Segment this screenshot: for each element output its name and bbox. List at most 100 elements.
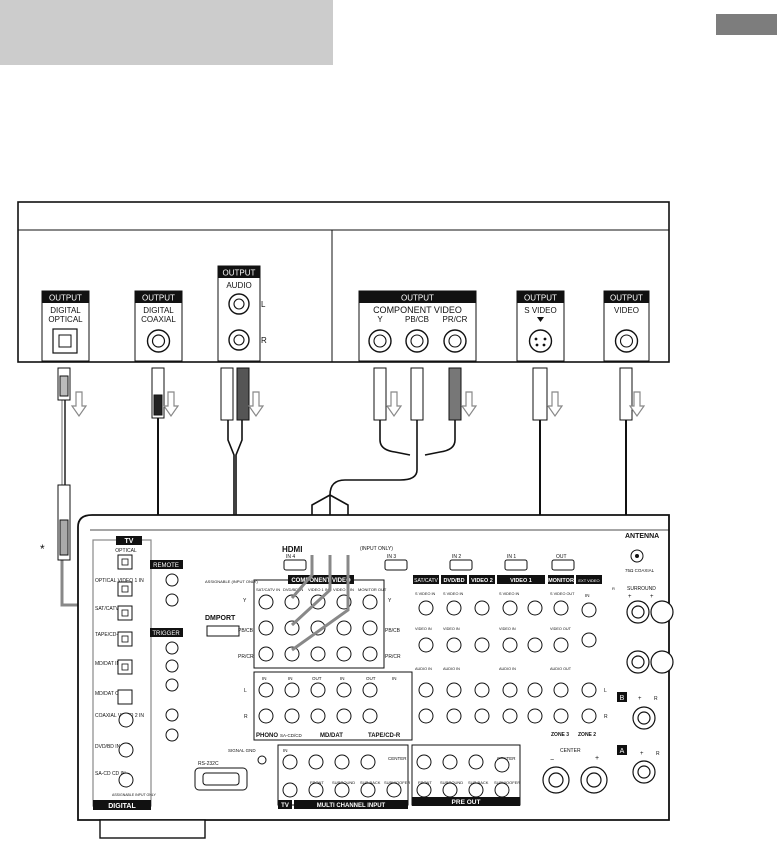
svg-text:R: R	[656, 751, 660, 757]
svg-text:VIDEO 1 IN: VIDEO 1 IN	[308, 587, 329, 592]
svg-text:MONITOR: MONITOR	[548, 578, 574, 584]
svg-text:A: A	[620, 748, 625, 755]
svg-text:DIGITAL: DIGITAL	[108, 803, 136, 810]
svg-text:PR/CR: PR/CR	[238, 654, 254, 660]
signal-flow-arrows	[70, 391, 646, 418]
svg-text:SAT/CATV IN: SAT/CATV IN	[95, 606, 125, 612]
output-panel-digital-coaxial: OUTPUT DIGITAL COAXIAL	[134, 290, 183, 362]
svg-text:SURROUND: SURROUND	[627, 586, 656, 592]
svg-text:ZONE 2: ZONE 2	[578, 732, 596, 738]
svg-text:L: L	[244, 688, 247, 694]
svg-text:VIDEO IN: VIDEO IN	[443, 627, 460, 631]
svg-text:DVD/BD IN: DVD/BD IN	[95, 744, 121, 750]
svg-text:B: B	[620, 695, 625, 702]
svg-text:+: +	[640, 751, 644, 757]
svg-text:SUR BACK: SUR BACK	[468, 780, 489, 785]
svg-text:ASSIGNABLE (INPUT ONLY): ASSIGNABLE (INPUT ONLY)	[205, 579, 258, 584]
svg-text:CENTER: CENTER	[560, 748, 581, 754]
svg-text:DVD/BD IN: DVD/BD IN	[283, 587, 303, 592]
svg-text:SA-CD/CD: SA-CD/CD	[280, 733, 303, 738]
svg-text:IN: IN	[288, 676, 293, 681]
svg-text:S VIDEO IN: S VIDEO IN	[499, 592, 520, 596]
svg-text:OUTPUT: OUTPUT	[49, 294, 82, 303]
svg-text:FRONT: FRONT	[310, 780, 324, 785]
output-panel-component-video: OUTPUT COMPONENT VIDEO Y PB/CB PR/CR	[358, 290, 477, 362]
output-panel-s-video: OUTPUT S VIDEO	[516, 290, 565, 362]
svg-text:TRIGGER: TRIGGER	[152, 631, 180, 637]
svg-text:R: R	[604, 714, 608, 720]
svg-text:PB/CB: PB/CB	[405, 315, 429, 324]
svg-text:SUR BACK: SUR BACK	[360, 780, 381, 785]
svg-text:S VIDEO IN: S VIDEO IN	[415, 592, 436, 596]
svg-text:PB/CB: PB/CB	[385, 628, 401, 634]
svg-text:ZONE 3: ZONE 3	[551, 732, 569, 738]
svg-text:75Ω COAXIAL: 75Ω COAXIAL	[625, 568, 655, 573]
svg-text:ASSIGNABLE INPUT ONLY: ASSIGNABLE INPUT ONLY	[112, 793, 156, 797]
svg-text:OUTPUT: OUTPUT	[524, 294, 557, 303]
svg-text:IN: IN	[340, 676, 345, 681]
svg-text:OUT: OUT	[366, 676, 376, 681]
svg-text:PRE OUT: PRE OUT	[452, 799, 481, 806]
svg-text:OPTICAL: OPTICAL	[48, 315, 83, 324]
svg-text:R: R	[654, 696, 658, 702]
svg-text:VIDEO 2: VIDEO 2	[471, 578, 493, 584]
speaker-terminals: SURROUND R + + B A CENTER − + + R + R	[542, 586, 674, 794]
svg-text:OUT: OUT	[312, 676, 322, 681]
svg-text:VIDEO OUT: VIDEO OUT	[550, 627, 572, 631]
svg-text:S VIDEO: S VIDEO	[524, 306, 556, 315]
svg-text:HDMI: HDMI	[282, 545, 302, 554]
svg-text:AUDIO: AUDIO	[226, 281, 251, 290]
svg-text:ANTENNA: ANTENNA	[625, 533, 659, 540]
svg-text:SA-CD CD IN: SA-CD CD IN	[95, 771, 126, 777]
svg-text:IN: IN	[262, 676, 267, 681]
svg-text:EXT VIDEO: EXT VIDEO	[578, 578, 599, 583]
svg-text:IN 2: IN 2	[452, 554, 461, 560]
svg-text:AUDIO IN: AUDIO IN	[499, 667, 516, 671]
svg-text:+: +	[638, 696, 642, 702]
svg-text:MULTI CHANNEL INPUT: MULTI CHANNEL INPUT	[317, 803, 386, 809]
svg-text:Y: Y	[377, 315, 383, 324]
svg-text:S VIDEO OUT: S VIDEO OUT	[550, 592, 575, 596]
svg-text:OPTICAL: OPTICAL	[115, 548, 137, 554]
svg-text:MONITOR OUT: MONITOR OUT	[358, 587, 387, 592]
source-device-box	[17, 201, 670, 363]
svg-text:TV: TV	[125, 538, 134, 545]
component-video-section: COMPONENT VIDEO ASSIGNABLE (INPUT ONLY) …	[205, 555, 401, 669]
svg-text:IN: IN	[585, 593, 590, 598]
svg-text:TAPE/CD-R: TAPE/CD-R	[368, 733, 401, 739]
svg-text:−: −	[550, 757, 554, 764]
svg-text:R: R	[261, 336, 267, 345]
svg-text:RS-232C: RS-232C	[198, 761, 219, 767]
svg-text:+: +	[628, 594, 632, 600]
svg-text:OUTPUT: OUTPUT	[401, 294, 434, 303]
svg-text:SUBWOOFER: SUBWOOFER	[494, 780, 520, 785]
svg-text:IN 4: IN 4	[286, 554, 295, 560]
svg-text:PB/CB: PB/CB	[238, 628, 254, 634]
svg-text:SURROUND: SURROUND	[332, 780, 355, 785]
svg-text:+: +	[650, 594, 654, 600]
hdmi-section: HDMI (INPUT ONLY) IN 4 IN 3 IN 2 IN 1 OU…	[282, 545, 575, 571]
svg-text:VIDEO IN: VIDEO IN	[499, 627, 516, 631]
svg-text:TAPE/CD-R IN: TAPE/CD-R IN	[95, 632, 128, 638]
svg-text:SIGNAL GND: SIGNAL GND	[228, 748, 256, 753]
svg-text:OUTPUT: OUTPUT	[223, 269, 256, 278]
svg-text:AUDIO OUT: AUDIO OUT	[550, 667, 572, 671]
svg-text:OUTPUT: OUTPUT	[142, 294, 175, 303]
svg-text:L: L	[261, 300, 266, 309]
svg-text:+: +	[595, 755, 599, 762]
audio-input-row: IN IN OUT IN OUT IN L R PHONO SA-CD/CD M…	[244, 671, 413, 741]
antenna-section: ANTENNA 75Ω COAXIAL	[625, 533, 659, 573]
control-ports: REMOTE TRIGGER DMPORT RS-232C SIGNAL GND	[150, 560, 267, 791]
svg-text:S VIDEO IN: S VIDEO IN	[443, 592, 464, 596]
svg-text:R: R	[244, 714, 248, 720]
svg-text:AUDIO IN: AUDIO IN	[415, 667, 432, 671]
svg-text:VIDEO IN: VIDEO IN	[415, 627, 432, 631]
svg-text:R: R	[612, 586, 615, 591]
svg-text:COAXIAL: COAXIAL	[141, 315, 176, 324]
digital-input-column: TV OPTICAL OPTICAL VIDEO 1 IN SAT/CATV I…	[92, 536, 156, 810]
svg-text:OUTPUT: OUTPUT	[610, 294, 643, 303]
svg-text:VIDEO 1: VIDEO 1	[510, 578, 532, 584]
svg-text:REMOTE: REMOTE	[153, 563, 179, 569]
svg-text:DVD/BD: DVD/BD	[443, 578, 464, 584]
svg-text:DIGITAL: DIGITAL	[50, 306, 81, 315]
